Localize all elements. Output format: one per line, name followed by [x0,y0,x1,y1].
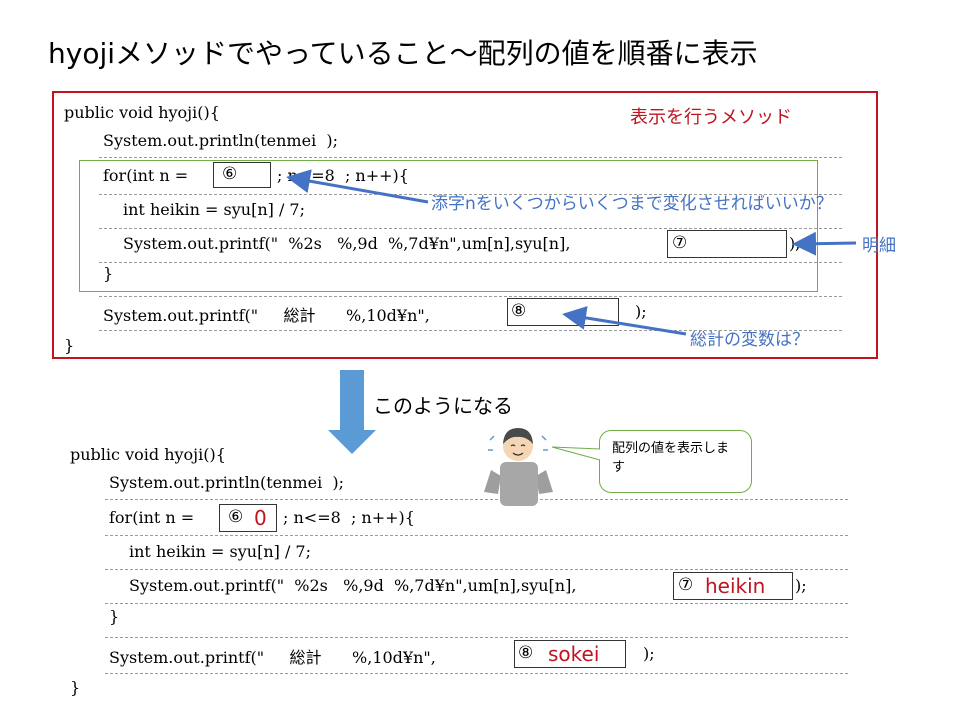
code-printf-detail-suffix: ); [795,576,807,595]
detail-arrow [792,231,857,256]
code-line-printf-total: System.out.printf(" 総計 %,10d¥n", [103,306,430,325]
blank-6-answer: 0 [254,506,267,530]
result-caption: このようになる [373,394,513,418]
code-line-heikin: int heikin = syu[n] / 7; [129,542,311,561]
divider [99,296,842,297]
divider [99,228,842,229]
code-printf-total-suffix: ); [643,644,655,663]
blank-8 [514,640,626,668]
code-line-method-close: } [64,336,75,355]
divider [105,499,848,500]
code-line-method-header: public void hyoji(){ [70,445,226,464]
divider [99,157,842,158]
method-frame [52,91,878,359]
blank-6 [213,162,271,188]
code-line-for: for(int n = [103,166,193,185]
divider [99,194,842,195]
code-line-method-header: public void hyoji(){ [64,103,220,122]
blank-6 [219,504,277,532]
code-line-println: System.out.println(tenmei ); [109,473,344,492]
index-question-note: 添字nをいくつからいくつまで変化させればいいか？ [431,194,833,214]
loop-frame [79,160,818,292]
speech-bubble-text: 配列の値を表示します [612,441,730,475]
speech-bubble-tail [551,446,601,461]
divider [105,569,848,570]
divider [105,603,848,604]
code-printf-total-suffix: ); [635,302,647,321]
detail-note: 明細 [862,236,896,256]
code-line-println: System.out.println(tenmei ); [103,131,338,150]
code-line-printf-detail: System.out.printf(" %2s %,9d %,7d¥n",um[… [129,576,582,595]
person-icon [484,428,553,506]
blank-8-marker: ⑧ [511,301,527,321]
divider [105,673,848,674]
code-for-prefix: for(int n = [103,166,194,185]
divider [105,637,848,638]
code-for-suffix: ; n<=8 ; n++){ [283,508,415,527]
page-title: hyojiメソッドでやっていること～配列の値を順番に表示 [48,37,758,70]
code-line-heikin: int heikin = syu[n] / 7; [123,200,305,219]
code-for-prefix: for(int n = [109,508,200,527]
blank-6-marker: ⑥ [222,164,238,184]
blank-7 [673,572,793,600]
code-line-close-brace: } [103,264,114,283]
code-line-close-brace: } [109,607,120,626]
blank-8-answer: sokei [548,642,600,666]
code-line-printf-total: System.out.printf(" 総計 %,10d¥n", [109,648,436,667]
speech-bubble: 配列の値を表示します [599,430,752,493]
total-question-note: 総計の変数は？ [690,330,809,350]
code-line-printf-detail: System.out.printf(" %2s %,9d %,7d¥n",um[… [123,234,576,253]
method-label: 表示を行うメソッド [630,107,792,128]
blank-7-marker: ⑦ [678,575,694,595]
code-line-method-close: } [70,678,81,697]
blank-6-marker: ⑥ [228,507,244,527]
divider [105,535,848,536]
down-arrow-icon [328,370,376,454]
index-arrow [286,169,429,204]
total-arrow [562,306,687,336]
divider [99,262,842,263]
blank-7-marker: ⑦ [672,233,688,253]
blank-7-answer: heikin [705,574,766,598]
divider [99,330,842,331]
blank-8-marker: ⑧ [518,643,534,663]
blank-7 [667,230,787,258]
